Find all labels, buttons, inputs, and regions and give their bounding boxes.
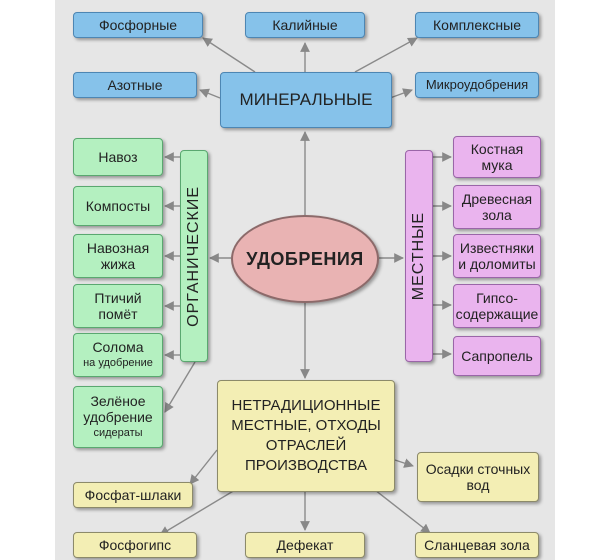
nontraditional-category-box: НЕТРАДИЦИОННЫЕ МЕСТНЫЕ, ОТХОДЫ ОТРАСЛЕЙ …	[217, 380, 395, 492]
mineral-category-box: МИНЕРАЛЬНЫЕ	[220, 72, 392, 128]
local-sapropel-box: Сапропель	[453, 336, 541, 376]
organic-green-manure-label: Зелёное удобрение	[83, 393, 153, 425]
mineral-nitrogen-box: Азотные	[73, 72, 197, 98]
mineral-potassium-box: Калийные	[245, 12, 365, 38]
organic-green-manure-box: Зелёное удобрение сидераты	[73, 386, 163, 448]
mineral-phosphorus-box: Фосфорные	[73, 12, 203, 38]
organic-category-label: ОРГАНИЧЕСКИЕ	[185, 185, 202, 327]
organic-compost-box: Компосты	[73, 186, 163, 226]
organic-straw-label: Солома	[92, 339, 144, 355]
local-gypsum-box: Гипсо- содержащие	[453, 284, 541, 328]
center-fertilizers-node: УДОБРЕНИЯ	[231, 215, 379, 303]
organic-category-box: ОРГАНИЧЕСКИЕ	[180, 150, 208, 362]
organic-green-manure-note: сидераты	[93, 427, 143, 439]
nontraditional-phosphate-slag-box: Фосфат-шлаки	[73, 482, 193, 508]
mineral-micro-box: Микроудобрения	[415, 72, 539, 98]
nontraditional-phosphogypsum-box: Фосфогипс	[73, 532, 197, 558]
local-category-label: МЕСТНЫЕ	[410, 211, 427, 301]
local-category-box: МЕСТНЫЕ	[405, 150, 433, 362]
organic-straw-note: на удобрение	[83, 357, 153, 369]
local-wood-ash-box: Древесная зола	[453, 185, 541, 229]
fertilizer-diagram: Фосфорные Калийные Комплексные Азотные М…	[55, 0, 555, 560]
connector-lines	[159, 37, 452, 536]
nontraditional-sewage-sludge-box: Осадки сточных вод	[417, 452, 539, 502]
organic-straw-box: Солома на удобрение	[73, 333, 163, 377]
nontraditional-defecate-box: Дефекат	[245, 532, 365, 558]
organic-bird-droppings-box: Птичий помёт	[73, 284, 163, 328]
organic-liquid-manure-box: Навозная жижа	[73, 234, 163, 278]
mineral-complex-box: Комплексные	[415, 12, 539, 38]
local-limestone-box: Известняки и доломиты	[453, 234, 541, 278]
local-bone-meal-box: Костная мука	[453, 136, 541, 178]
nontraditional-shale-ash-box: Сланцевая зола	[415, 532, 539, 558]
organic-manure-box: Навоз	[73, 138, 163, 176]
